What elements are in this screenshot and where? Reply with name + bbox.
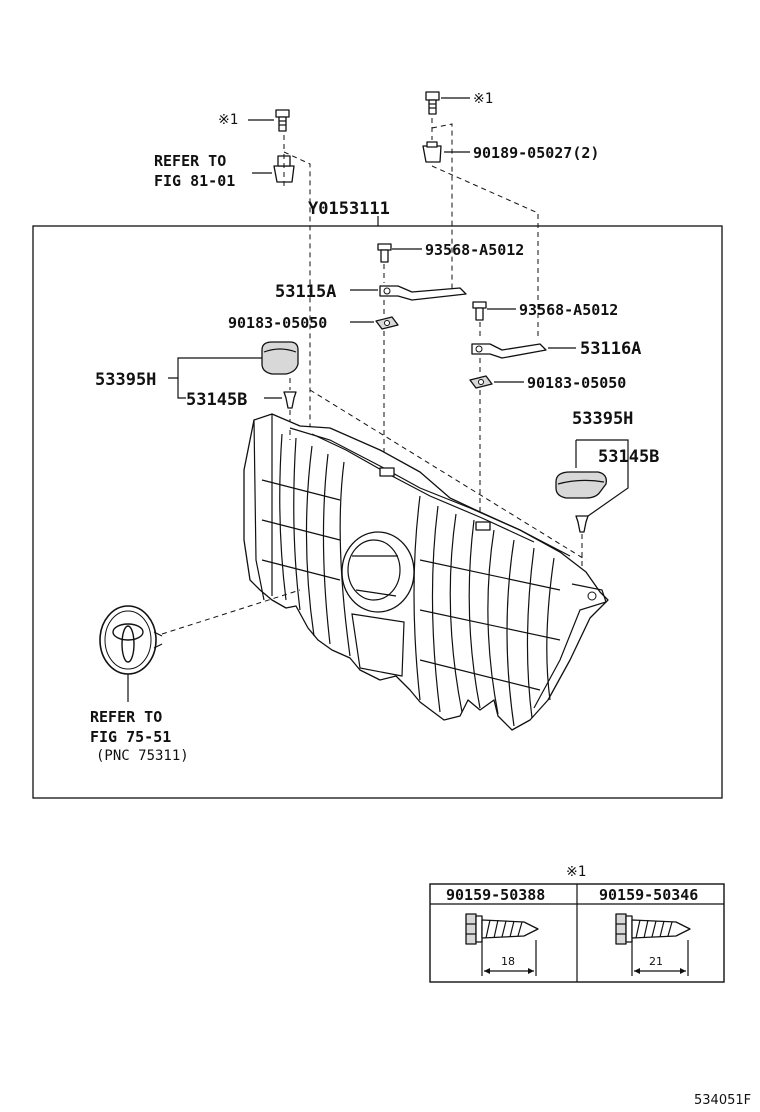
bolt-right-label: ※1 (473, 91, 493, 107)
cap-left-label: 53395H (95, 370, 156, 390)
bracket-a[interactable] (379, 285, 467, 301)
legend-col1-length: 18 (501, 955, 515, 968)
diagram-id: 534051F (694, 1093, 751, 1108)
radiator-grille[interactable] (243, 413, 609, 731)
refer-fig81-line2: FIG 81-01 (154, 172, 235, 190)
refer-fig75-line2: FIG 75-51 (90, 728, 171, 746)
bolt-left[interactable] (275, 109, 290, 132)
legend-col2-part: 90159-50346 (599, 886, 698, 904)
clip-left-label: 53145B (186, 390, 247, 410)
bracket-b-label: 53116A (580, 339, 641, 359)
nut-b[interactable] (469, 375, 493, 389)
cap-right-label: 53395H (572, 409, 633, 429)
clip-right-label: 53145B (598, 447, 659, 467)
screw-90159-50346-icon (615, 913, 691, 945)
nut-left[interactable] (273, 155, 295, 183)
nut-top-label: 90189-05027(2) (473, 144, 599, 162)
cap-left[interactable] (261, 341, 299, 375)
screw-90159-50388-icon (465, 913, 539, 945)
screw-b[interactable] (472, 301, 487, 321)
bracket-a-label: 53115A (275, 282, 336, 302)
nut-b-label: 90183-05050 (527, 374, 626, 392)
nut-a-label: 90183-05050 (228, 314, 327, 332)
legend-title: ※1 (566, 864, 586, 880)
cap-right[interactable] (555, 471, 607, 499)
screw-a[interactable] (377, 243, 392, 263)
clip-left[interactable] (283, 391, 297, 409)
screw-b-label: 93568-A5012 (519, 301, 618, 319)
refer-fig75-line1: REFER TO (90, 708, 162, 726)
nut-top-right[interactable] (422, 141, 442, 163)
legend-col1-part: 90159-50388 (446, 886, 545, 904)
screw-a-label: 93568-A5012 (425, 241, 524, 259)
assembly-label: Y0153111 (308, 199, 390, 219)
clip-right[interactable] (575, 515, 589, 533)
nut-a[interactable] (375, 316, 399, 330)
toyota-emblem[interactable] (99, 605, 163, 675)
legend-table: 90159-50388 90159-50346 18 21 (429, 883, 725, 983)
refer-fig81-line1: REFER TO (154, 152, 226, 170)
bolt-left-label: ※1 (218, 112, 238, 128)
bracket-b[interactable] (471, 343, 547, 359)
legend-col2-length: 21 (649, 955, 663, 968)
bolt-right[interactable] (425, 91, 440, 115)
refer-fig75-line3: (PNC 75311) (96, 748, 189, 764)
